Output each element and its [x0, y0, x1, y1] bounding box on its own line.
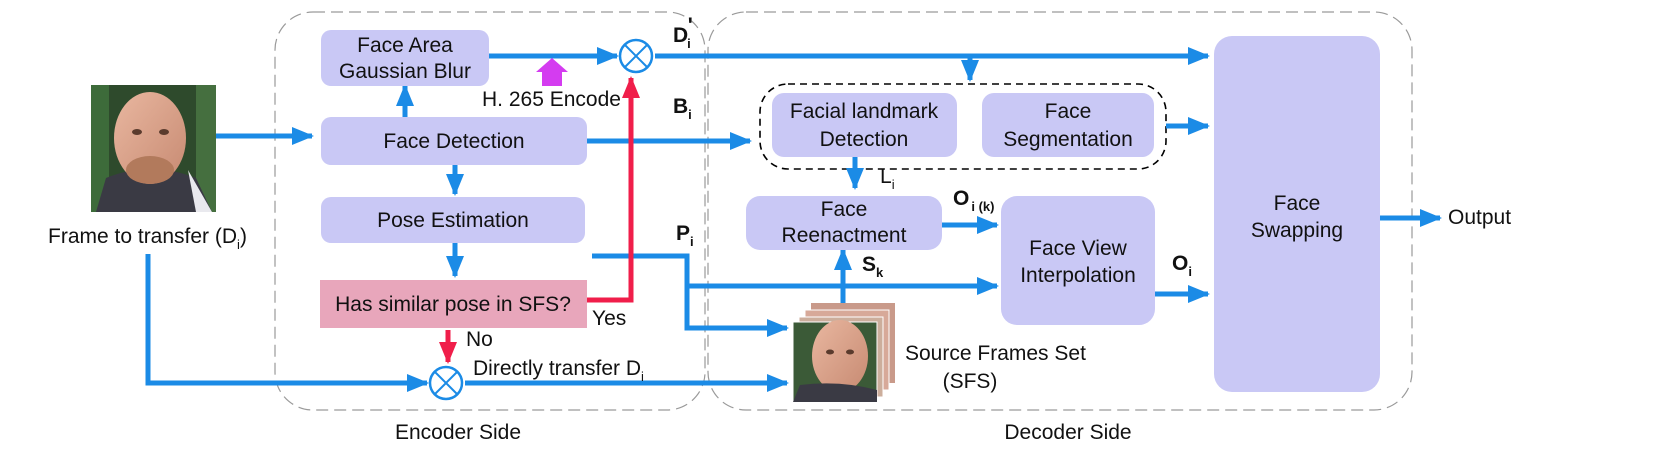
node-face-detection: Face Detection: [321, 117, 587, 165]
xor-top-icon: [618, 38, 654, 74]
node-label: Gaussian Blur: [339, 60, 471, 83]
var-l: Li: [880, 165, 895, 192]
h265-encode-arrow-icon: [536, 58, 568, 86]
arrow-pose-to-interpolation: [592, 253, 999, 295]
node-label: Swapping: [1251, 219, 1343, 242]
var-o: Oi: [1172, 252, 1192, 279]
node-label: Detection: [820, 128, 909, 151]
node-label: Face: [1274, 192, 1321, 215]
var-d-prime: Di': [673, 14, 693, 51]
node-label: Segmentation: [1003, 128, 1133, 151]
node-label: Has similar pose in SFS?: [335, 293, 571, 316]
h265-encode-label: H. 265 Encode: [482, 88, 621, 111]
node-label: Facial landmark: [790, 100, 939, 123]
node-label: Face Area: [357, 34, 453, 57]
node-has-similar-pose: Has similar pose in SFS?: [320, 280, 587, 328]
sfs-label-line1: Source Frames Set: [905, 342, 1086, 365]
node-label: Face: [1045, 100, 1092, 123]
node-label: Interpolation: [1020, 264, 1136, 287]
var-p: Pi: [676, 222, 694, 249]
frame-to-transfer-label: Frame to transfer (Di): [48, 225, 247, 252]
node-label: Reenactment: [782, 224, 907, 247]
directly-transfer-label: Directly transfer Di: [473, 357, 644, 384]
no-label: No: [466, 328, 493, 351]
node-face-reenactment: Face Reenactment: [746, 196, 942, 250]
red-arrows: [439, 76, 640, 364]
blue-arrows: [145, 47, 1442, 392]
node-label: Face Detection: [383, 130, 524, 153]
var-b: Bi: [673, 95, 692, 122]
xor-bottom-icon: [428, 365, 464, 401]
arrow-yes-to-xor: [587, 76, 640, 303]
var-s: Sk: [862, 253, 884, 280]
node-label: Pose Estimation: [377, 209, 529, 232]
output-label: Output: [1448, 206, 1511, 229]
encoder-region: [274, 11, 706, 411]
sfs-label-line2: (SFS): [943, 370, 998, 393]
node-face-view-interpolation: Face View Interpolation: [1001, 196, 1155, 325]
node-label: Face: [821, 198, 868, 221]
node-face-segmentation: Face Segmentation: [982, 93, 1154, 157]
node-face-swapping: Face Swapping: [1214, 36, 1380, 392]
decoder-side-label: Decoder Side: [1004, 421, 1131, 444]
encoder-side-label: Encoder Side: [395, 421, 521, 444]
node-face-area-blur: Face Area Gaussian Blur: [321, 30, 489, 86]
arrow-frame-to-bottom-xor: [145, 254, 429, 392]
frame-to-transfer-image: [91, 85, 216, 212]
arrow-pose-to-sfs: [684, 286, 789, 337]
yes-label: Yes: [592, 307, 626, 330]
decoder-region: [707, 11, 1413, 411]
node-facial-landmark: Facial landmark Detection: [772, 93, 957, 157]
node-label: Face View: [1029, 237, 1127, 260]
source-frames-set-image: [792, 303, 895, 403]
node-pose-estimation: Pose Estimation: [321, 197, 585, 243]
